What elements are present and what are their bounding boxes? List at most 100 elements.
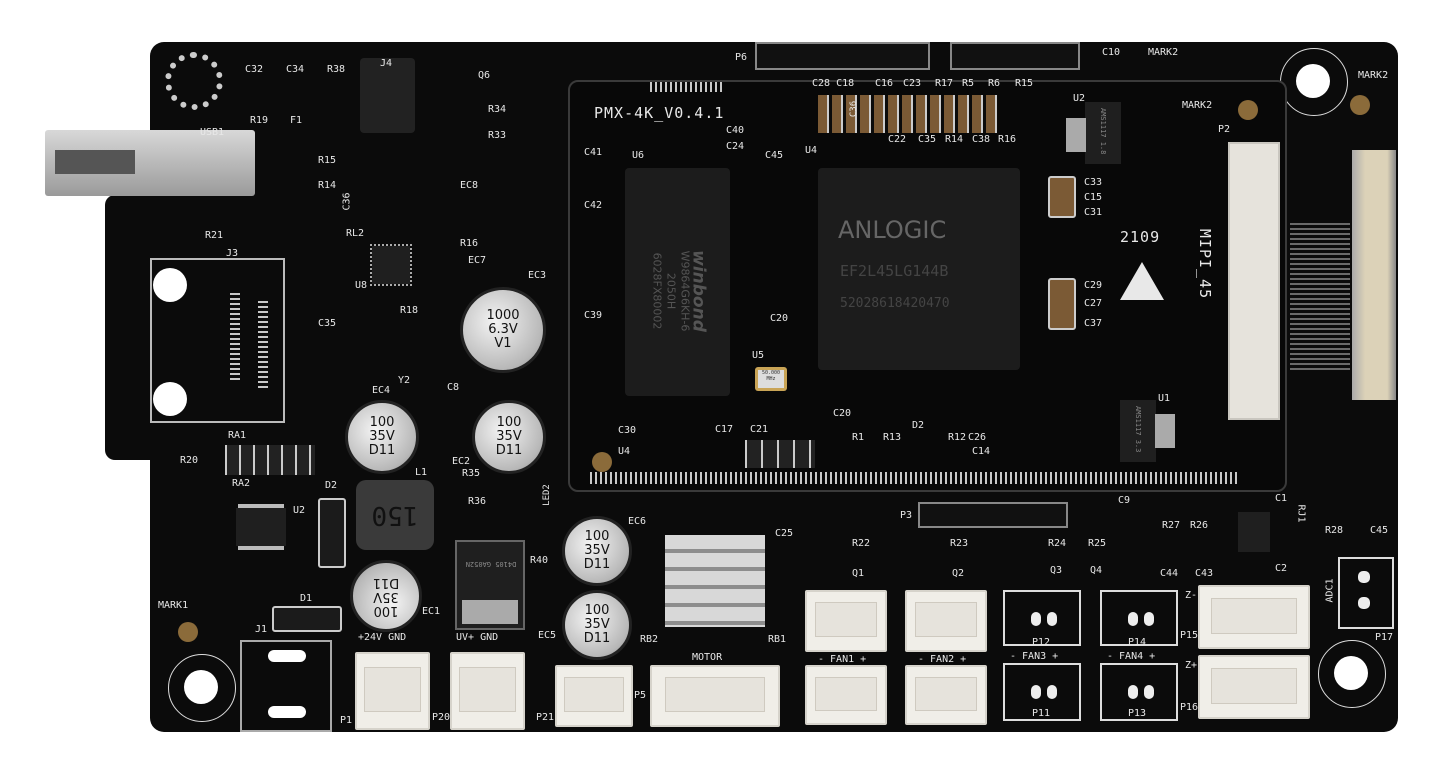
- j4-label: J4: [380, 58, 393, 69]
- label: Q4: [1090, 565, 1103, 576]
- p11-label: P11: [1032, 708, 1051, 719]
- mounting-hole: [1296, 64, 1330, 98]
- footprint-p11[interactable]: [1003, 663, 1081, 721]
- fan3-footprint-p12[interactable]: [1003, 590, 1081, 646]
- label: Q3: [1050, 565, 1063, 576]
- label: D2: [912, 420, 925, 431]
- ic-u8: [370, 244, 412, 286]
- p21-label: P21: [536, 712, 555, 723]
- label: RA1: [228, 430, 247, 441]
- cap-voltage: 6.3V: [488, 322, 518, 337]
- label: Q2: [952, 568, 965, 579]
- label: C27: [1084, 298, 1103, 309]
- led2-label: LED2: [541, 484, 552, 506]
- fiducial: [1350, 95, 1370, 115]
- connector[interactable]: [905, 665, 987, 725]
- power-connector-p1[interactable]: [355, 652, 430, 730]
- label: EC8: [460, 180, 479, 191]
- regulator-tab: [1155, 414, 1175, 448]
- label: C41: [584, 147, 603, 158]
- fan2-connector[interactable]: [905, 590, 987, 652]
- label: RB1: [768, 634, 787, 645]
- cap-code: V1: [494, 336, 512, 351]
- fpga-chip: ANLOGIC EF2L45LG144B 52028618420470: [818, 168, 1020, 370]
- z-plus-connector-p16[interactable]: [1198, 655, 1310, 719]
- mark-label: MARK2: [1358, 70, 1389, 81]
- header-p6: [755, 42, 930, 70]
- mipi-label: MIPI_45: [1196, 228, 1215, 300]
- label: C1: [1275, 493, 1288, 504]
- c36-label: C36: [341, 192, 353, 211]
- header-p3: [918, 502, 1068, 528]
- label: R18: [400, 305, 419, 316]
- sdram-chip: winbond W9864G6KH-6 2050H 6028FX80002: [625, 168, 730, 396]
- p17-label: P17: [1375, 632, 1394, 643]
- heatsink: [665, 535, 765, 627]
- z-minus-label: Z-: [1185, 590, 1198, 601]
- cap-ref: EC1: [422, 606, 441, 617]
- label: Q6: [478, 70, 491, 81]
- label: R40: [530, 555, 549, 566]
- mipi-fpc-connector: [1228, 142, 1280, 420]
- u2-label: U2: [1073, 93, 1086, 104]
- label: C44: [1160, 568, 1179, 579]
- cap-voltage: 35V: [496, 429, 522, 444]
- connector-p21[interactable]: [555, 665, 633, 727]
- motor-connector-p5[interactable]: [650, 665, 780, 727]
- adc-footprint-p17[interactable]: [1338, 557, 1394, 629]
- cap-value: 1000: [486, 308, 520, 323]
- label: RB2: [640, 634, 659, 645]
- j1-label: J1: [255, 624, 268, 635]
- connector[interactable]: [805, 665, 887, 725]
- label: D1: [300, 593, 313, 604]
- u6-label: U6: [632, 150, 645, 161]
- label: C35: [918, 134, 937, 145]
- p1-label: P1: [340, 715, 353, 726]
- label: R5: [962, 78, 975, 89]
- cap-ref: EC3: [528, 270, 547, 281]
- fan1-connector[interactable]: [805, 590, 887, 652]
- label: U2: [293, 505, 306, 516]
- label: R16: [998, 134, 1017, 145]
- label: R6: [988, 78, 1001, 89]
- cap-value: 100: [373, 603, 399, 618]
- j1-slot: [268, 650, 306, 662]
- p13-label: P13: [1128, 708, 1147, 719]
- cap-voltage: 35V: [584, 617, 610, 632]
- diode-d2: [318, 498, 346, 568]
- mounting-hole-ring: [1318, 640, 1386, 708]
- mounting-hole-ring: [168, 654, 236, 722]
- mounting-hole: [165, 52, 223, 110]
- label: R19: [250, 115, 269, 126]
- cap-ref: EC6: [628, 516, 647, 527]
- fiducial: [178, 622, 198, 642]
- c36-label: C36: [849, 100, 860, 118]
- label: C29: [1084, 280, 1103, 291]
- j3-pins: [258, 298, 268, 388]
- label: C8: [447, 382, 460, 393]
- z-minus-connector-p15[interactable]: [1198, 585, 1310, 649]
- c14-label: C14: [972, 446, 991, 457]
- p12-label: P12: [1032, 637, 1051, 648]
- regulator-u1: AMS1117 3.3: [1120, 400, 1156, 462]
- uv-connector-p20[interactable]: [450, 652, 525, 730]
- label: C40: [726, 125, 745, 136]
- cap-code: D11: [583, 557, 611, 572]
- j3-hole: [153, 382, 187, 416]
- cap-voltage: 35V: [369, 429, 395, 444]
- regulator-tab: [1066, 118, 1086, 152]
- castellated-pads: [650, 82, 725, 92]
- label: R1: [852, 432, 865, 443]
- mounting-hole: [184, 670, 218, 704]
- inductor-l1: 150: [356, 480, 434, 550]
- j3-label: J3: [226, 248, 239, 259]
- j3-hole: [153, 268, 187, 302]
- fpc-connector-j2: [1352, 150, 1396, 400]
- p14-label: P14: [1128, 637, 1147, 648]
- label: Y2: [398, 375, 411, 386]
- p5-label: P5: [634, 690, 647, 701]
- cap-ref: EC5: [538, 630, 557, 641]
- footprint-p13[interactable]: [1100, 663, 1178, 721]
- fan4-footprint-p14[interactable]: [1100, 590, 1178, 646]
